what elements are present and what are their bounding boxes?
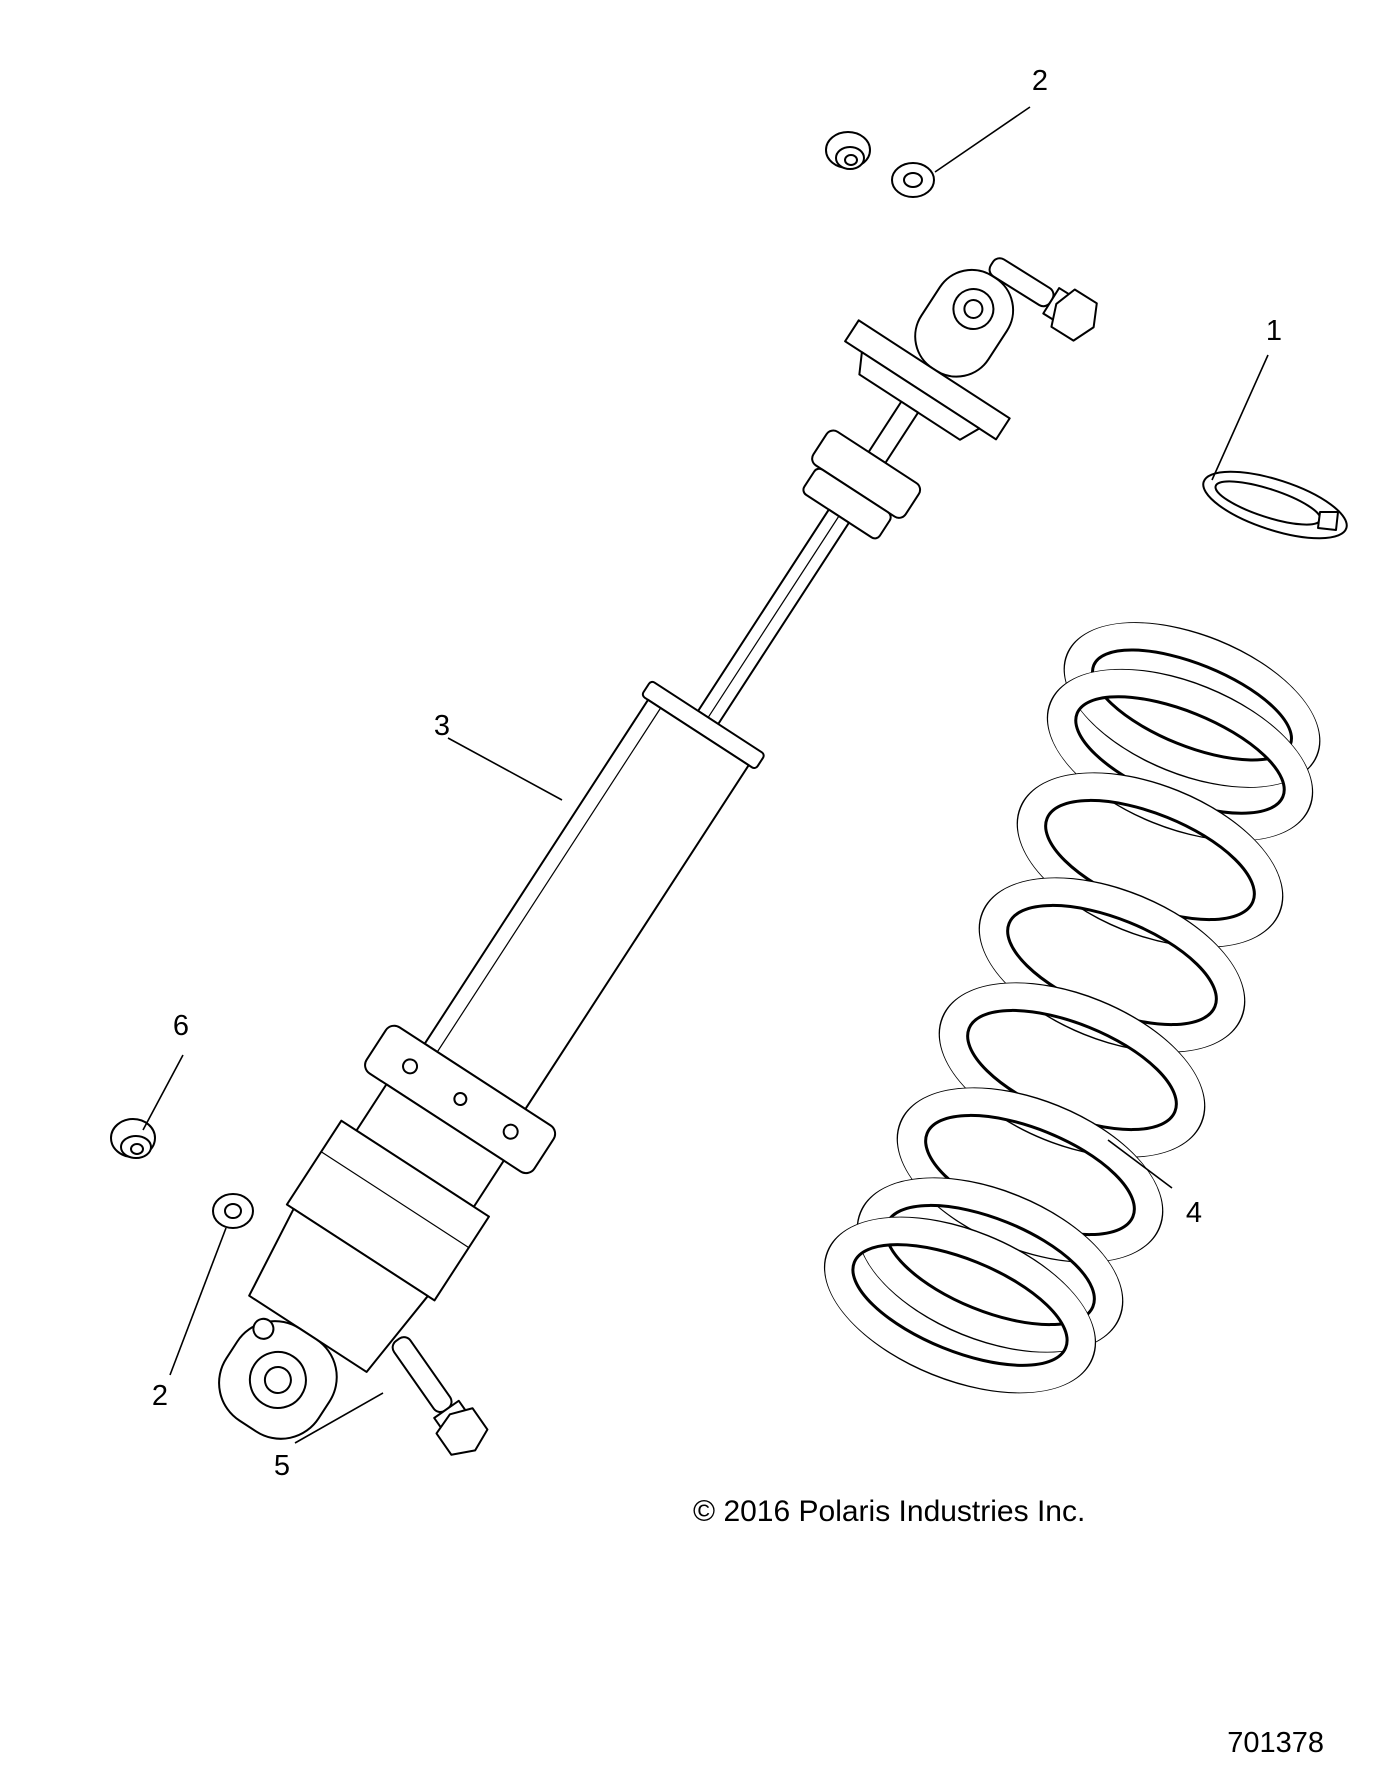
bottom-flange-nut bbox=[110, 1118, 156, 1159]
leader-5 bbox=[294, 1392, 384, 1444]
callout-4: 4 bbox=[1186, 1197, 1202, 1229]
leader-1 bbox=[1211, 354, 1269, 481]
bottom-washer bbox=[212, 1193, 254, 1229]
leader-3 bbox=[447, 737, 563, 801]
spring-retainer bbox=[1202, 470, 1348, 540]
bottom-bolt bbox=[391, 1336, 489, 1456]
top-flange-nut bbox=[825, 131, 871, 170]
top-washer bbox=[891, 162, 935, 198]
callout-6: 6 bbox=[173, 1010, 189, 1042]
callout-2-bottom: 2 bbox=[152, 1380, 168, 1412]
spring-coil-4 bbox=[978, 877, 1246, 1053]
figure-number: 701378 bbox=[1227, 1727, 1324, 1759]
leader-2-top bbox=[934, 106, 1031, 173]
leader-4 bbox=[1107, 1139, 1173, 1189]
leader-2-bottom bbox=[169, 1227, 227, 1376]
callout-5: 5 bbox=[274, 1450, 290, 1482]
shock-absorber bbox=[218, 268, 1015, 1440]
coil-spring bbox=[823, 622, 1321, 1394]
spring-coil-5 bbox=[938, 982, 1206, 1158]
callout-1: 1 bbox=[1266, 315, 1282, 347]
spring-coil-8 bbox=[823, 1216, 1097, 1394]
callout-3: 3 bbox=[434, 710, 450, 742]
top-bolt bbox=[988, 257, 1098, 342]
copyright-text: © 2016 Polaris Industries Inc. bbox=[693, 1495, 1085, 1528]
leader-6 bbox=[142, 1054, 184, 1131]
callout-2-top: 2 bbox=[1032, 65, 1048, 97]
